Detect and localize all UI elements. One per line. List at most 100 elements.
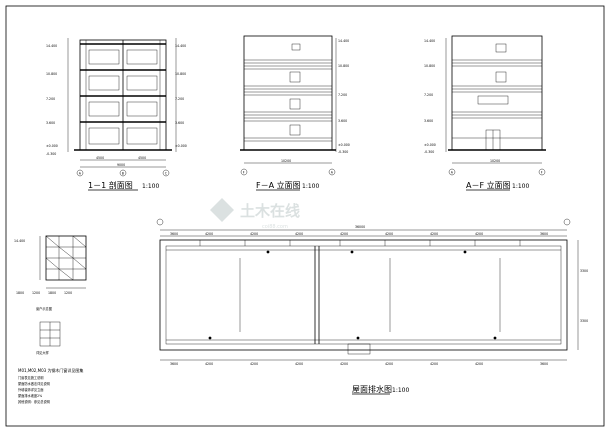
- roof-parapet: [165, 245, 562, 345]
- section-elev-5: ±0.000: [46, 144, 58, 148]
- svg-text:4200: 4200: [295, 362, 303, 366]
- eaf-elev-4: 3.600: [424, 119, 433, 123]
- roof-title: 屋面排水图: [352, 384, 392, 394]
- efa-windows: [289, 43, 301, 136]
- section-axis-c: C: [165, 171, 168, 175]
- roof-scale: 1:100: [392, 387, 409, 394]
- section-elev-3: 7.200: [46, 97, 55, 101]
- section-axis-bubble-a: [76, 169, 84, 177]
- eaf-elev-1: 14.400: [424, 39, 435, 43]
- eaf-bands: [452, 59, 542, 139]
- eaf-axis-right: F: [541, 170, 543, 174]
- efa-axis-left: F: [243, 170, 245, 174]
- roof-total: 36000: [355, 225, 365, 229]
- svg-text:4200: 4200: [475, 362, 483, 366]
- section-windows: [88, 49, 158, 145]
- watermark-logo: [210, 198, 234, 222]
- watermark-text: 土木在线: [240, 202, 300, 220]
- svg-text:4200: 4200: [430, 232, 438, 236]
- eaf-elev-6: -0.300: [424, 150, 434, 154]
- section-axis-a: A: [79, 171, 82, 175]
- section-scale: 1:100: [142, 183, 159, 190]
- svg-text:4200: 4200: [205, 232, 213, 236]
- roof-plan: 36000 3600 4200 4200 4200 4200 4200 4200…: [156, 218, 588, 395]
- efa-total: 10200: [281, 159, 291, 163]
- watermark-url: coi88.com: [262, 224, 288, 230]
- svg-text:4200: 4200: [475, 232, 483, 236]
- svg-text:4200: 4200: [205, 362, 213, 366]
- svg-text:4200: 4200: [430, 362, 438, 366]
- eaf-canopy: [477, 95, 509, 105]
- eaf-title: A－F 立面图: [466, 180, 511, 190]
- svg-text:3600: 3600: [170, 232, 178, 236]
- svg-text:4200: 4200: [385, 232, 393, 236]
- roof-canopy: [347, 343, 371, 355]
- svg-text:4200: 4200: [250, 362, 258, 366]
- note-line-5: 屋面排水坡度2%: [18, 393, 42, 398]
- section-elev-r5: ±0.000: [175, 144, 187, 148]
- roof-drains: [208, 250, 497, 340]
- roof-top-dims: 3600 4200 4200 4200 4200 4200 4200 4200 …: [170, 232, 548, 236]
- efa-elev-6: -0.300: [338, 150, 348, 154]
- roof-side-dim-1: 3300: [580, 269, 588, 273]
- eaf-facade: [451, 35, 543, 151]
- section-elev-r3: 7.200: [175, 97, 184, 101]
- section-dim-1: 4500: [96, 156, 104, 160]
- elevation-a-f: 14.400 10.800 7.200 3.600 ±0.000 -0.300 …: [424, 35, 546, 191]
- efa-facade: [243, 35, 333, 151]
- svg-text:3600: 3600: [170, 362, 178, 366]
- detail-grid: [45, 235, 87, 281]
- section-dim-2: 4500: [138, 156, 146, 160]
- svg-text:4200: 4200: [295, 232, 303, 236]
- roof-slope-arrows: [239, 258, 501, 332]
- svg-text:4200: 4200: [340, 232, 348, 236]
- eaf-axis-left: A: [451, 170, 454, 174]
- svg-text:3600: 3600: [540, 362, 548, 366]
- section-axis-b: B: [122, 171, 124, 175]
- section-axis-bubble-b: [119, 169, 127, 177]
- section-elev-6: -0.300: [46, 152, 56, 156]
- note-line-3: 屋面防水做法详见说明: [18, 381, 50, 386]
- eaf-total: 10200: [490, 159, 500, 163]
- roof-axis-top: [156, 218, 571, 226]
- watermark: 土木在线 coi88.com: [210, 198, 300, 230]
- window-detail: 14.400 1800 1200 1800 1200 窗户示意图 详见大样: [14, 235, 87, 355]
- efa-elev-2: 10.800: [338, 64, 349, 68]
- svg-text:4200: 4200: [250, 232, 258, 236]
- section-axis-bubble-c: [162, 169, 170, 177]
- efa-title: F－A 立面图: [256, 180, 301, 190]
- section-title: 1－1 剖面图: [88, 180, 133, 190]
- roof-bottom-dims: 3600 4200 4200 4200 4200 4200 4200 4200 …: [170, 362, 548, 366]
- elevation-f-a: 14.400 10.800 7.200 3.600 ±0.000 -0.300: [240, 35, 350, 191]
- svg-text:4200: 4200: [340, 362, 348, 366]
- efa-elev-3: 7.200: [338, 93, 347, 97]
- roof-outline: [159, 239, 568, 351]
- detail-dim-2: 1200: [32, 291, 40, 295]
- detail-dim-4: 1200: [64, 291, 72, 295]
- roof-grid-ticks: [199, 240, 521, 246]
- section-elev-r1: 14.400: [175, 44, 186, 48]
- note-line-1: M01,M02,M03 为钢木门窗详见图集: [18, 367, 83, 373]
- detail-dim-1: 1800: [16, 291, 24, 295]
- section-elevation-labels: 14.400 10.800 7.200 3.600 ±0.000 -0.300 …: [46, 44, 187, 156]
- eaf-scale: 1:100: [512, 183, 529, 190]
- detail-caption: 窗户示意图: [36, 306, 52, 311]
- notes-block: M01,M02,M03 为钢木门窗详见图集 门窗表见施工说明 屋面防水做法详见说…: [18, 367, 83, 404]
- efa-bands: [244, 59, 332, 142]
- efa-scale: 1:100: [302, 183, 319, 190]
- eaf-elev-2: 10.800: [424, 64, 435, 68]
- eaf-elev-5: ±0.000: [424, 143, 436, 147]
- detail-caption-2: 详见大样: [36, 350, 50, 355]
- eaf-elev-3: 7.200: [424, 93, 433, 97]
- section-elev-r4: 3.600: [175, 121, 184, 125]
- section-elev-4: 3.600: [46, 121, 55, 125]
- note-line-6: 其他说明：参见总说明: [18, 399, 50, 404]
- svg-text:3600: 3600: [540, 232, 548, 236]
- section-total: 9000: [117, 163, 125, 167]
- note-line-2: 门窗表见施工说明: [18, 375, 44, 380]
- efa-elev-4: 3.600: [338, 119, 347, 123]
- detail-dim-3: 1800: [48, 291, 56, 295]
- note-line-4: 外墙装饰详见立面: [18, 387, 44, 392]
- section-view: 14.400 10.800 7.200 3.600 ±0.000 -0.300 …: [46, 38, 187, 191]
- section-elev-1: 14.400: [46, 44, 57, 48]
